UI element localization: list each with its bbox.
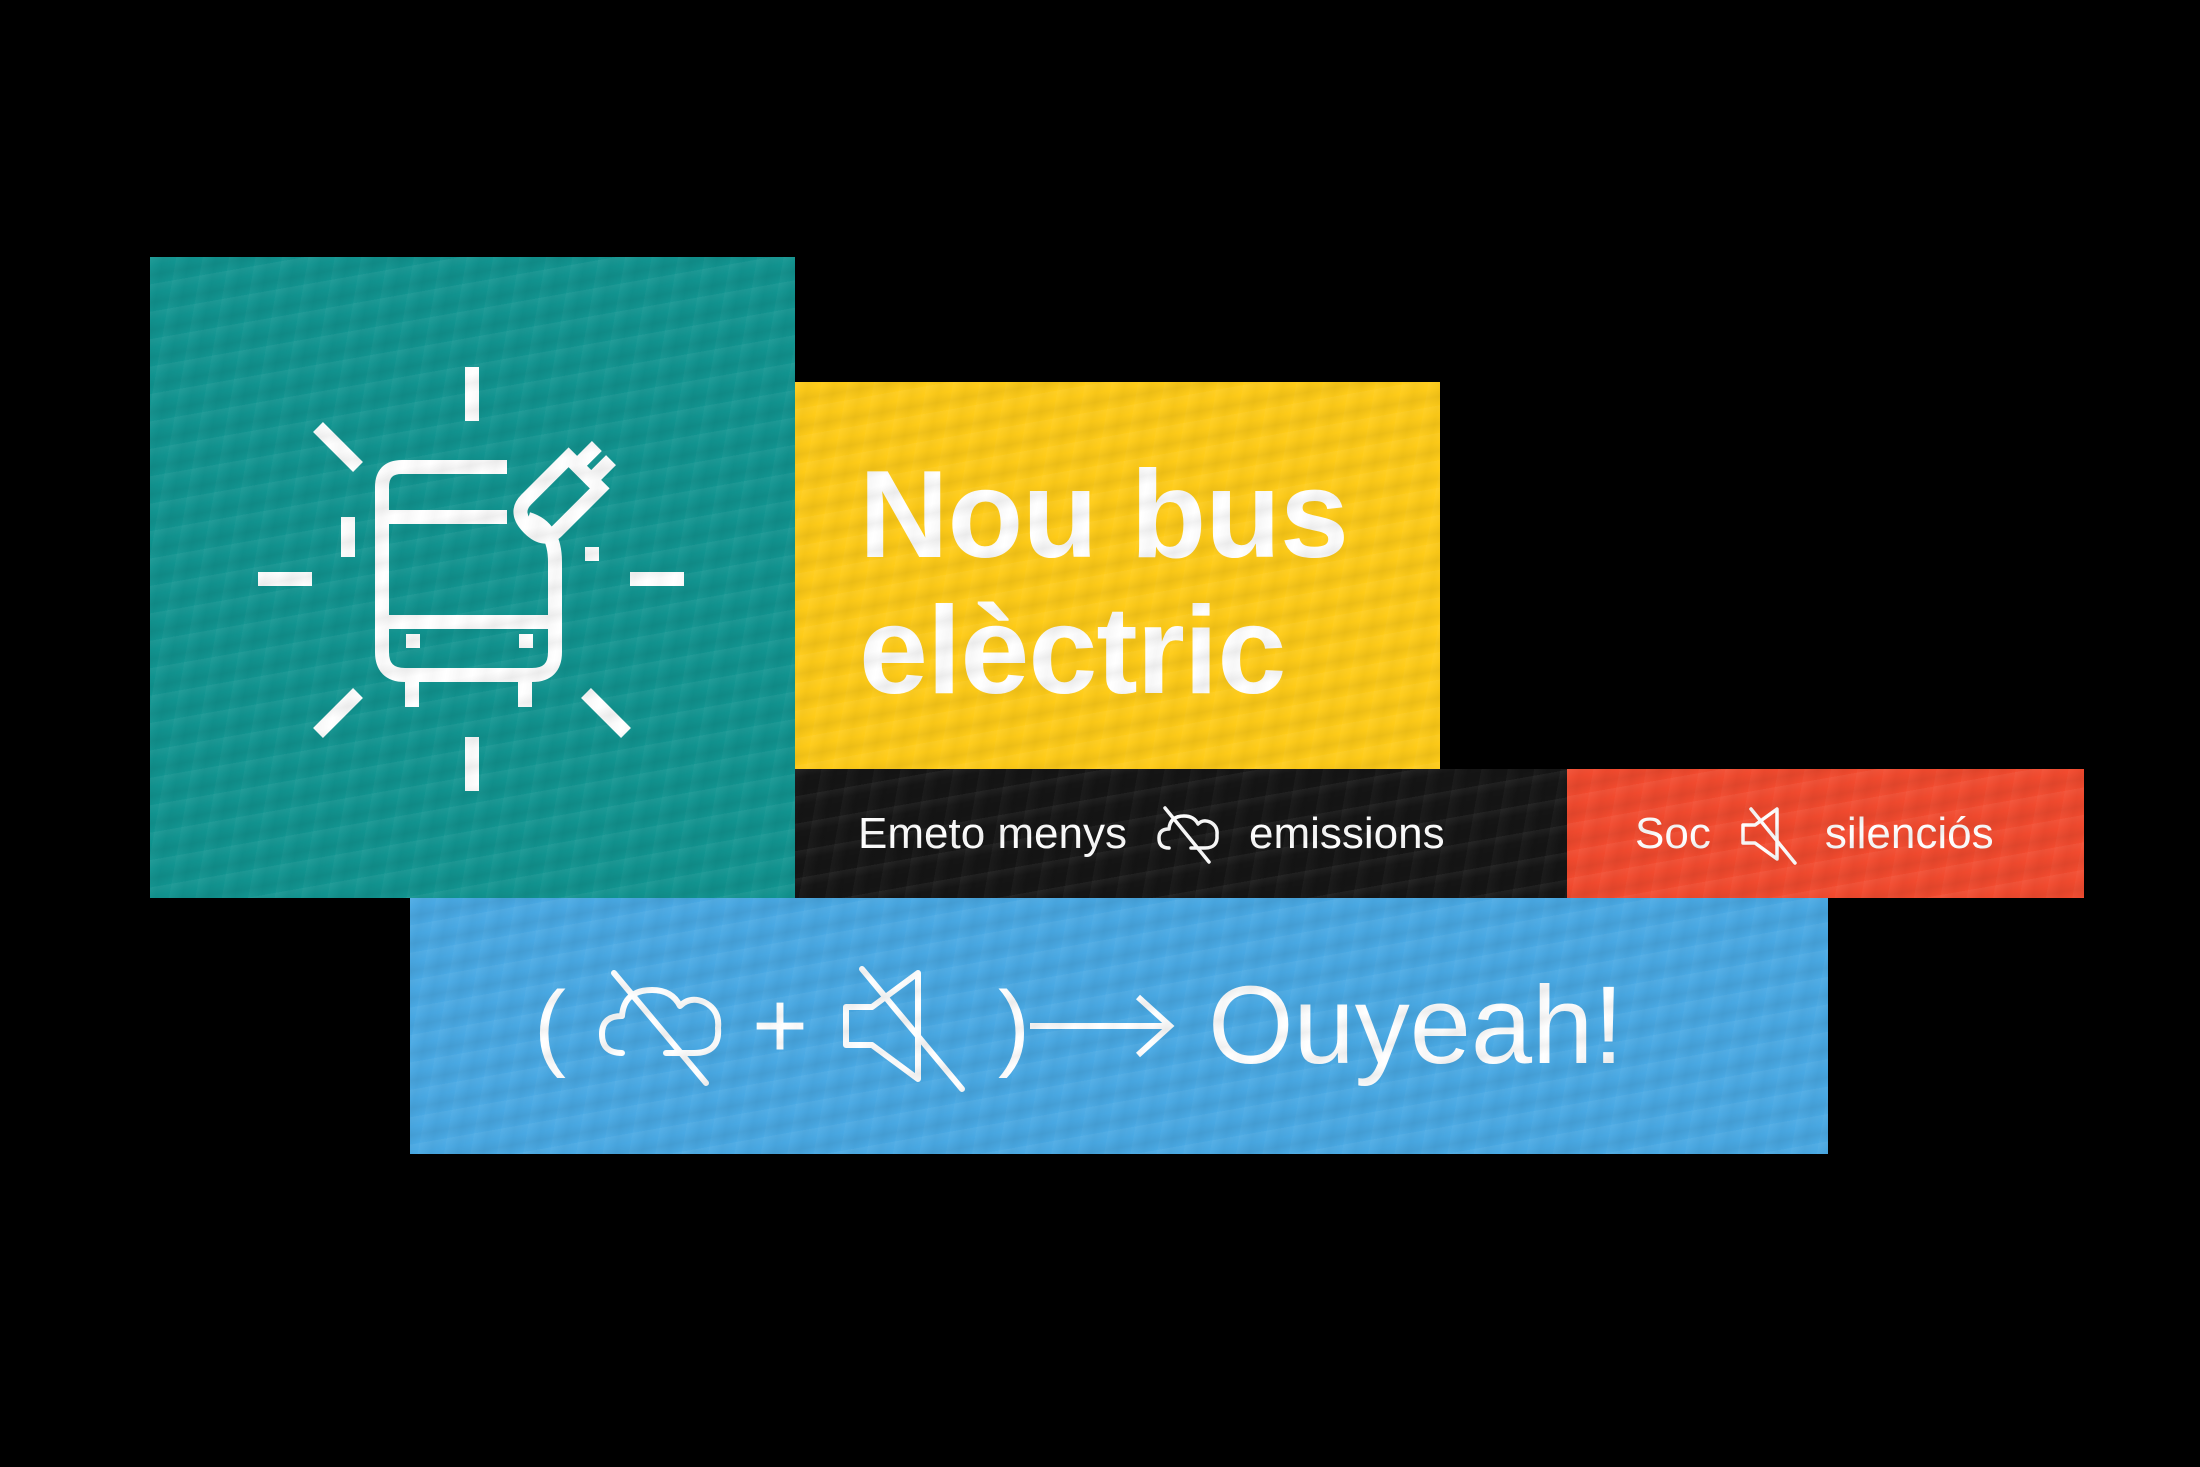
muted-speaker-icon xyxy=(1741,806,1797,865)
silent-strip: Soc silenciós xyxy=(1567,769,2084,898)
arrow-right-icon xyxy=(1030,994,1175,1058)
no-emissions-cloud-icon xyxy=(1157,805,1219,864)
silent-strip-content: Soc silenciós xyxy=(1635,769,1994,898)
silent-text-after: silenciós xyxy=(1824,808,1994,858)
open-paren: ( xyxy=(534,972,566,1079)
headline-line-2: elèctric xyxy=(859,582,1286,720)
headline-line-1: Nou bus xyxy=(859,446,1349,584)
no-emissions-cloud-icon xyxy=(598,970,722,1086)
result-text: Ouyeah! xyxy=(1208,964,1624,1087)
plus-sign: + xyxy=(751,972,809,1079)
close-paren: ) xyxy=(998,972,1030,1079)
muted-speaker-icon xyxy=(843,966,966,1092)
bus-icon-panel xyxy=(150,257,795,898)
headline-panel: Nou bus elèctric xyxy=(795,382,1440,770)
formula-panel: ( + ) Ouyeah! xyxy=(410,898,1828,1154)
headline: Nou bus elèctric xyxy=(859,446,1349,720)
formula: ( + ) Ouyeah! xyxy=(534,898,1624,1154)
emissions-strip: Emeto menys emissions xyxy=(795,769,1568,898)
emissions-text-after: emissions xyxy=(1248,808,1445,858)
silent-text-before: Soc xyxy=(1635,808,1711,858)
emissions-text-before: Emeto menys xyxy=(858,808,1127,858)
electric-bus-plug-icon xyxy=(258,367,684,791)
emissions-strip-content: Emeto menys emissions xyxy=(858,769,1445,898)
